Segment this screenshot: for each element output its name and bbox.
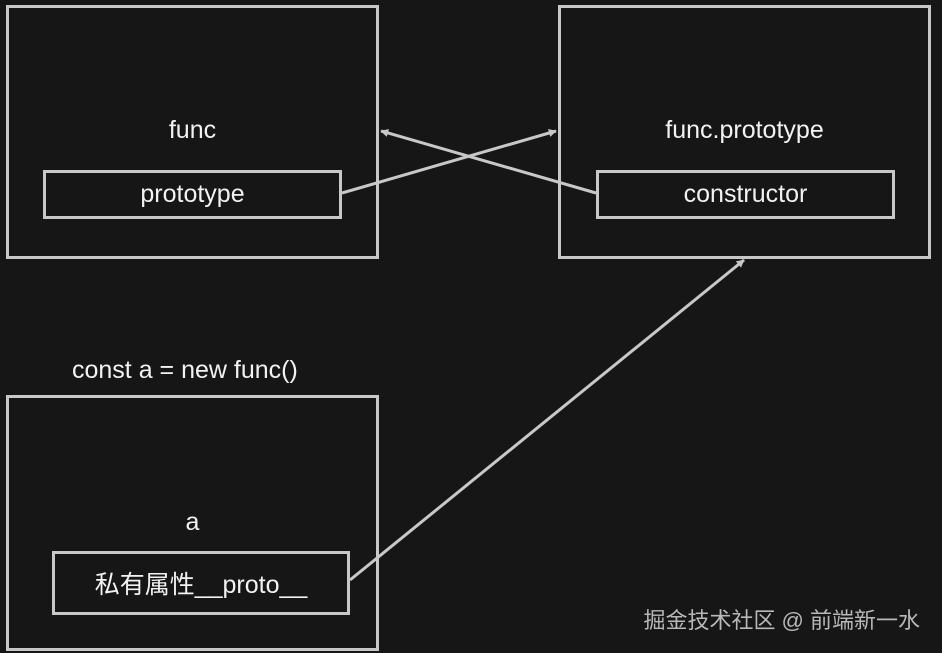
prototype-to-func-prototype-arrow bbox=[341, 129, 557, 195]
instance-a-box bbox=[6, 395, 379, 651]
func-prototype-object-box bbox=[558, 5, 931, 259]
constructor-to-func-arrow bbox=[380, 129, 597, 195]
instance-a-title: a bbox=[185, 508, 200, 536]
func-title: func bbox=[168, 116, 217, 144]
func-prototype-title: func.prototype bbox=[665, 116, 824, 144]
watermark: 掘金技术社区 @ 前端新一水 bbox=[643, 608, 920, 633]
constructor-property: constructor bbox=[596, 170, 895, 219]
proto-property: 私有属性__proto__ bbox=[52, 551, 350, 615]
proto-to-func-prototype-arrow bbox=[349, 258, 745, 582]
instance-caption: const a = new func() bbox=[72, 356, 298, 384]
func-prototype-property: prototype bbox=[43, 170, 342, 219]
func-object-box bbox=[6, 5, 379, 259]
